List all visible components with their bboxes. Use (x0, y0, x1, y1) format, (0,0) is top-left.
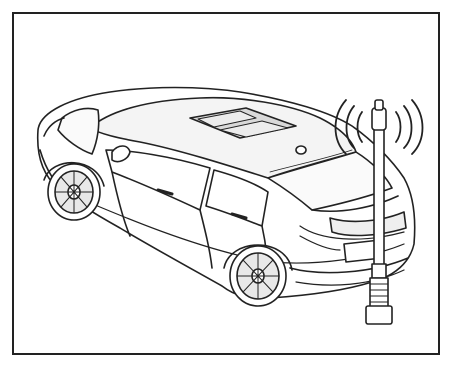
rear-wheel (230, 246, 286, 306)
front-wheel (48, 164, 100, 220)
